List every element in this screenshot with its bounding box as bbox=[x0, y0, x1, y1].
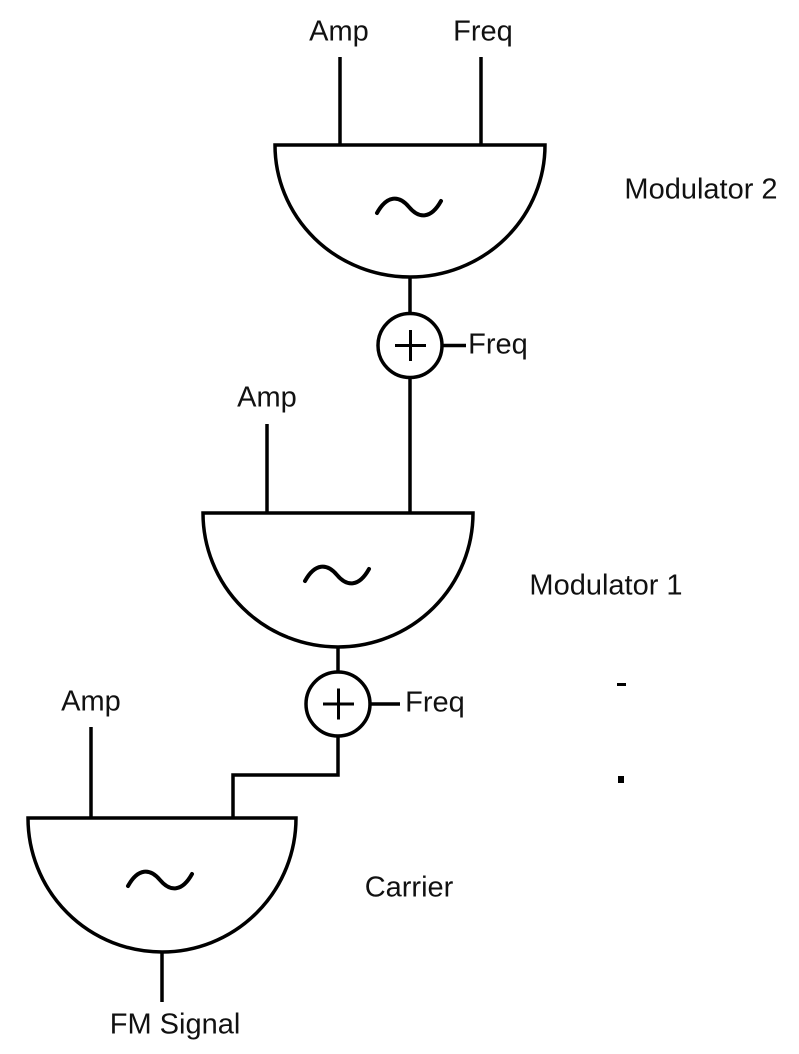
carrier-operator-body bbox=[26, 816, 298, 954]
mod2-name-label: Modulator 2 bbox=[624, 173, 778, 206]
mod1-operator-body bbox=[201, 511, 475, 649]
mod2-operator-body bbox=[273, 143, 547, 279]
carrier-name-label: Carrier bbox=[364, 871, 454, 904]
mod1-sine-icon bbox=[303, 564, 371, 586]
carrier-sine-icon bbox=[126, 869, 194, 891]
mod1-amp-label: Amp bbox=[237, 381, 297, 414]
sum2-plus-icon bbox=[323, 688, 354, 720]
mod2-amp-label: Amp bbox=[309, 15, 369, 48]
mod2-sine-icon bbox=[375, 196, 443, 218]
stray-dot-mark bbox=[618, 776, 624, 783]
sum2-freq-label: Freq bbox=[405, 686, 465, 719]
sum1-plus-icon bbox=[395, 330, 426, 361]
fm-signal-output-label: FM Signal bbox=[109, 1008, 241, 1041]
mod2-freq-label: Freq bbox=[453, 15, 513, 48]
sum2-to-carrier-wire bbox=[231, 736, 340, 818]
mod1-name-label: Modulator 1 bbox=[529, 569, 683, 602]
sum1-freq-label: Freq bbox=[468, 328, 528, 361]
stray-dash-mark bbox=[617, 683, 626, 686]
carrier-amp-label: Amp bbox=[61, 685, 121, 718]
